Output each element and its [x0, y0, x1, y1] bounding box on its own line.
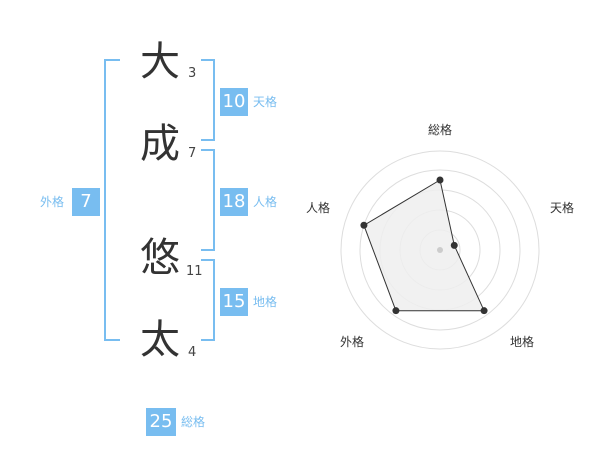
- soukaku-label: 総格: [181, 415, 206, 429]
- tenkaku-badge: 10: [220, 88, 248, 116]
- radar-axis-label-0: 総格: [428, 123, 453, 137]
- name-char-2: 成: [140, 121, 180, 167]
- radar-point-0: [436, 176, 444, 184]
- radar-axis-label-3: 外格: [340, 335, 365, 349]
- stroke-count-3: 11: [186, 264, 203, 279]
- chikaku-bracket: [201, 259, 215, 341]
- jinkaku-bracket: [201, 149, 215, 251]
- name-char-1: 大: [140, 39, 180, 85]
- radar-point-4: [360, 221, 368, 229]
- radar-polygon: [363, 179, 485, 312]
- chikaku-badge: 15: [220, 288, 248, 316]
- stroke-count-1: 3: [188, 66, 197, 81]
- soukaku-badge: 25: [146, 408, 176, 436]
- gaikaku-badge: 7: [72, 188, 100, 216]
- radar-ring-5: [340, 150, 540, 350]
- gaikaku-bracket: [104, 59, 120, 341]
- radar-center-dot: [437, 247, 443, 253]
- stroke-count-4: 4: [188, 345, 197, 360]
- radar-point-2: [480, 307, 488, 315]
- stroke-count-2: 7: [188, 146, 197, 161]
- radar-point-3: [392, 307, 400, 315]
- chikaku-label: 地格: [253, 295, 278, 309]
- radar-axis-label-2: 地格: [510, 335, 535, 349]
- jinkaku-label: 人格: [253, 195, 278, 209]
- fortune-radar-chart: [340, 150, 540, 350]
- gaikaku-label: 外格: [40, 195, 65, 209]
- name-char-3: 悠: [140, 235, 180, 281]
- tenkaku-bracket: [201, 59, 215, 141]
- radar-axis-label-1: 天格: [550, 201, 575, 215]
- radar-ring-4: [359, 169, 521, 331]
- radar-point-1: [450, 241, 458, 249]
- jinkaku-badge: 18: [220, 188, 248, 216]
- name-char-4: 太: [140, 317, 180, 363]
- radar-axis-label-4: 人格: [306, 201, 331, 215]
- tenkaku-label: 天格: [253, 95, 278, 109]
